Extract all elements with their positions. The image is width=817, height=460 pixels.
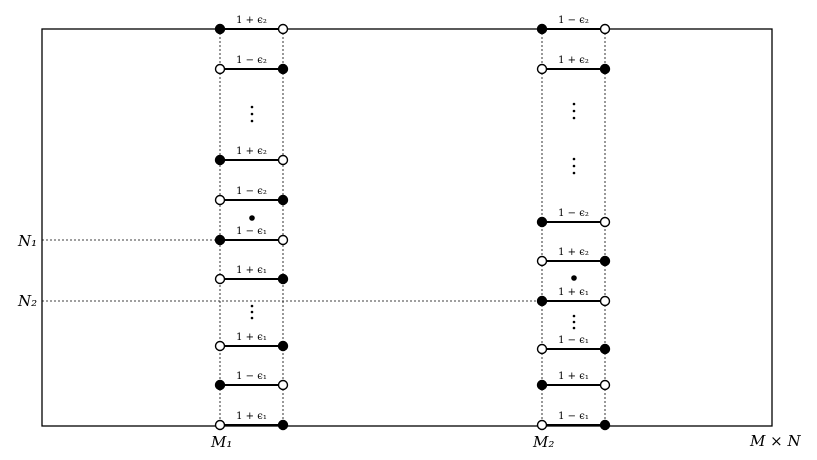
space-frame	[41, 28, 773, 427]
column-1-rung-8-label: 1 − ϵ₁	[236, 371, 267, 382]
column-2-ellipsis-upper	[572, 102, 576, 120]
column-2-rung-6-right-filled-node	[599, 343, 611, 355]
column-1-rung-4-right-filled-node	[277, 194, 289, 206]
column-1-rung-2-left-open-node	[214, 63, 226, 75]
column-2-rung-6-left-open-node	[536, 343, 548, 355]
column-1-rung-5-label: 1 − ϵ₁	[236, 226, 267, 237]
column-2-rung-7: 1 + ϵ₁	[536, 371, 611, 391]
column-1-ellipsis-lower	[250, 304, 254, 320]
column-2-rung-7-label: 1 + ϵ₁	[558, 371, 589, 382]
column-2-rung-4-label: 1 + ϵ₂	[558, 247, 589, 258]
column-2-rung-3-label: 1 − ϵ₂	[558, 208, 589, 219]
column-2-rung-3-left-filled-node	[536, 216, 548, 228]
column-2-rung-1-label: 1 − ϵ₂	[558, 15, 589, 26]
column-1-rung-1-left-filled-node	[214, 23, 226, 35]
column-2-rung-8-label: 1 − ϵ₁	[558, 411, 589, 422]
column-1-rung-2-label: 1 − ϵ₂	[236, 55, 267, 66]
column-2-rung-2-right-filled-node	[599, 63, 611, 75]
column-2-rung-7-right-open-node	[599, 379, 611, 391]
column-1-rung-8-left-filled-node	[214, 379, 226, 391]
column-1-rung-3: 1 + ϵ₂	[214, 146, 289, 166]
column-2-rung-4: 1 + ϵ₂	[536, 247, 611, 267]
column-1-rungs: 1 + ϵ₂ 1 − ϵ₂ 1 + ϵ₂ 1 − ϵ₂ 1 − ϵ₁ 1 + ϵ₁ 1 + …	[214, 15, 289, 431]
column-2-rung-6-label: 1 − ϵ₁	[558, 335, 589, 346]
column-1-rung-3-right-open-node	[277, 154, 289, 166]
column-1-rung-9-left-open-node	[214, 419, 226, 431]
column-2-rung-5-left-filled-node	[536, 295, 548, 307]
column-2-rung-1-left-filled-node	[536, 23, 548, 35]
column-1-rung-5-left-filled-node	[214, 234, 226, 246]
column-2-center-dot	[571, 275, 577, 281]
n2-label: N₂	[17, 292, 37, 310]
column-2-rung-4-left-open-node	[536, 255, 548, 267]
column-2-rung-3: 1 − ϵ₂	[536, 208, 611, 228]
column-2-ellipsis-middle	[572, 157, 576, 175]
column-2-rung-8-right-filled-node	[599, 419, 611, 431]
m2-label: M₂	[532, 433, 554, 451]
column-2-rung-5-right-open-node	[599, 295, 611, 307]
column-1-rung-4-label: 1 − ϵ₂	[236, 186, 267, 197]
column-2-rung-7-left-filled-node	[536, 379, 548, 391]
column-2-rung-8: 1 − ϵ₁	[536, 411, 611, 431]
column-1-rung-9-right-filled-node	[277, 419, 289, 431]
column-1-rung-6-label: 1 + ϵ₁	[236, 265, 267, 276]
column-2-rung-4-right-filled-node	[599, 255, 611, 267]
column-1-rung-3-left-filled-node	[214, 154, 226, 166]
column-1-ellipsis-upper	[250, 105, 254, 123]
column-1-rung-9: 1 + ϵ₁	[214, 411, 289, 431]
column-2-rung-5: 1 + ϵ₁	[536, 287, 611, 307]
column-1-rung-8-right-open-node	[277, 379, 289, 391]
column-2-rungs: 1 − ϵ₂ 1 + ϵ₂ 1 − ϵ₂ 1 + ϵ₂ 1 + ϵ₁ 1 − ϵ₁ 1 + …	[536, 15, 611, 431]
column-1-rung-6: 1 + ϵ₁	[214, 265, 289, 285]
column-1-rung-6-right-filled-node	[277, 273, 289, 285]
column-2-rung-2-left-open-node	[536, 63, 548, 75]
column-1-rung-2: 1 − ϵ₂	[214, 55, 289, 75]
column-1-rung-7-left-open-node	[214, 340, 226, 352]
n1-label: N₁	[17, 232, 37, 250]
column-1-rung-1-label: 1 + ϵ₂	[236, 15, 267, 26]
column-1-rung-1: 1 + ϵ₂	[214, 15, 289, 35]
column-2-rung-1: 1 − ϵ₂	[536, 15, 611, 35]
column-2-rung-1-right-open-node	[599, 23, 611, 35]
column-1-rung-7-label: 1 + ϵ₁	[236, 332, 267, 343]
column-2-rung-3-right-open-node	[599, 216, 611, 228]
column-1-rung-4: 1 − ϵ₂	[214, 186, 289, 206]
column-1-rung-7-right-filled-node	[277, 340, 289, 352]
column-1-rung-6-left-open-node	[214, 273, 226, 285]
column-1-rung-7: 1 + ϵ₁	[214, 332, 289, 352]
column-2-rung-5-label: 1 + ϵ₁	[558, 287, 589, 298]
column-2-ellipsis-lower	[572, 314, 576, 330]
column-2-rung-2-label: 1 + ϵ₂	[558, 55, 589, 66]
column-2-rung-8-left-open-node	[536, 419, 548, 431]
column-1-rung-8: 1 − ϵ₁	[214, 371, 289, 391]
column-2-rung-6: 1 − ϵ₁	[536, 335, 611, 355]
column-1-rung-1-right-open-node	[277, 23, 289, 35]
column-1-rung-5: 1 − ϵ₁	[214, 226, 289, 246]
m1-label: M₁	[210, 433, 232, 451]
column-1-rung-2-right-filled-node	[277, 63, 289, 75]
column-1-rung-4-left-open-node	[214, 194, 226, 206]
column-1-center-dot	[249, 215, 255, 221]
space-label: M × N	[749, 432, 801, 450]
column-1-rung-5-right-open-node	[277, 234, 289, 246]
column-1-rung-9-label: 1 + ϵ₁	[236, 411, 267, 422]
column-1-rung-3-label: 1 + ϵ₂	[236, 146, 267, 157]
column-2-rung-2: 1 + ϵ₂	[536, 55, 611, 75]
